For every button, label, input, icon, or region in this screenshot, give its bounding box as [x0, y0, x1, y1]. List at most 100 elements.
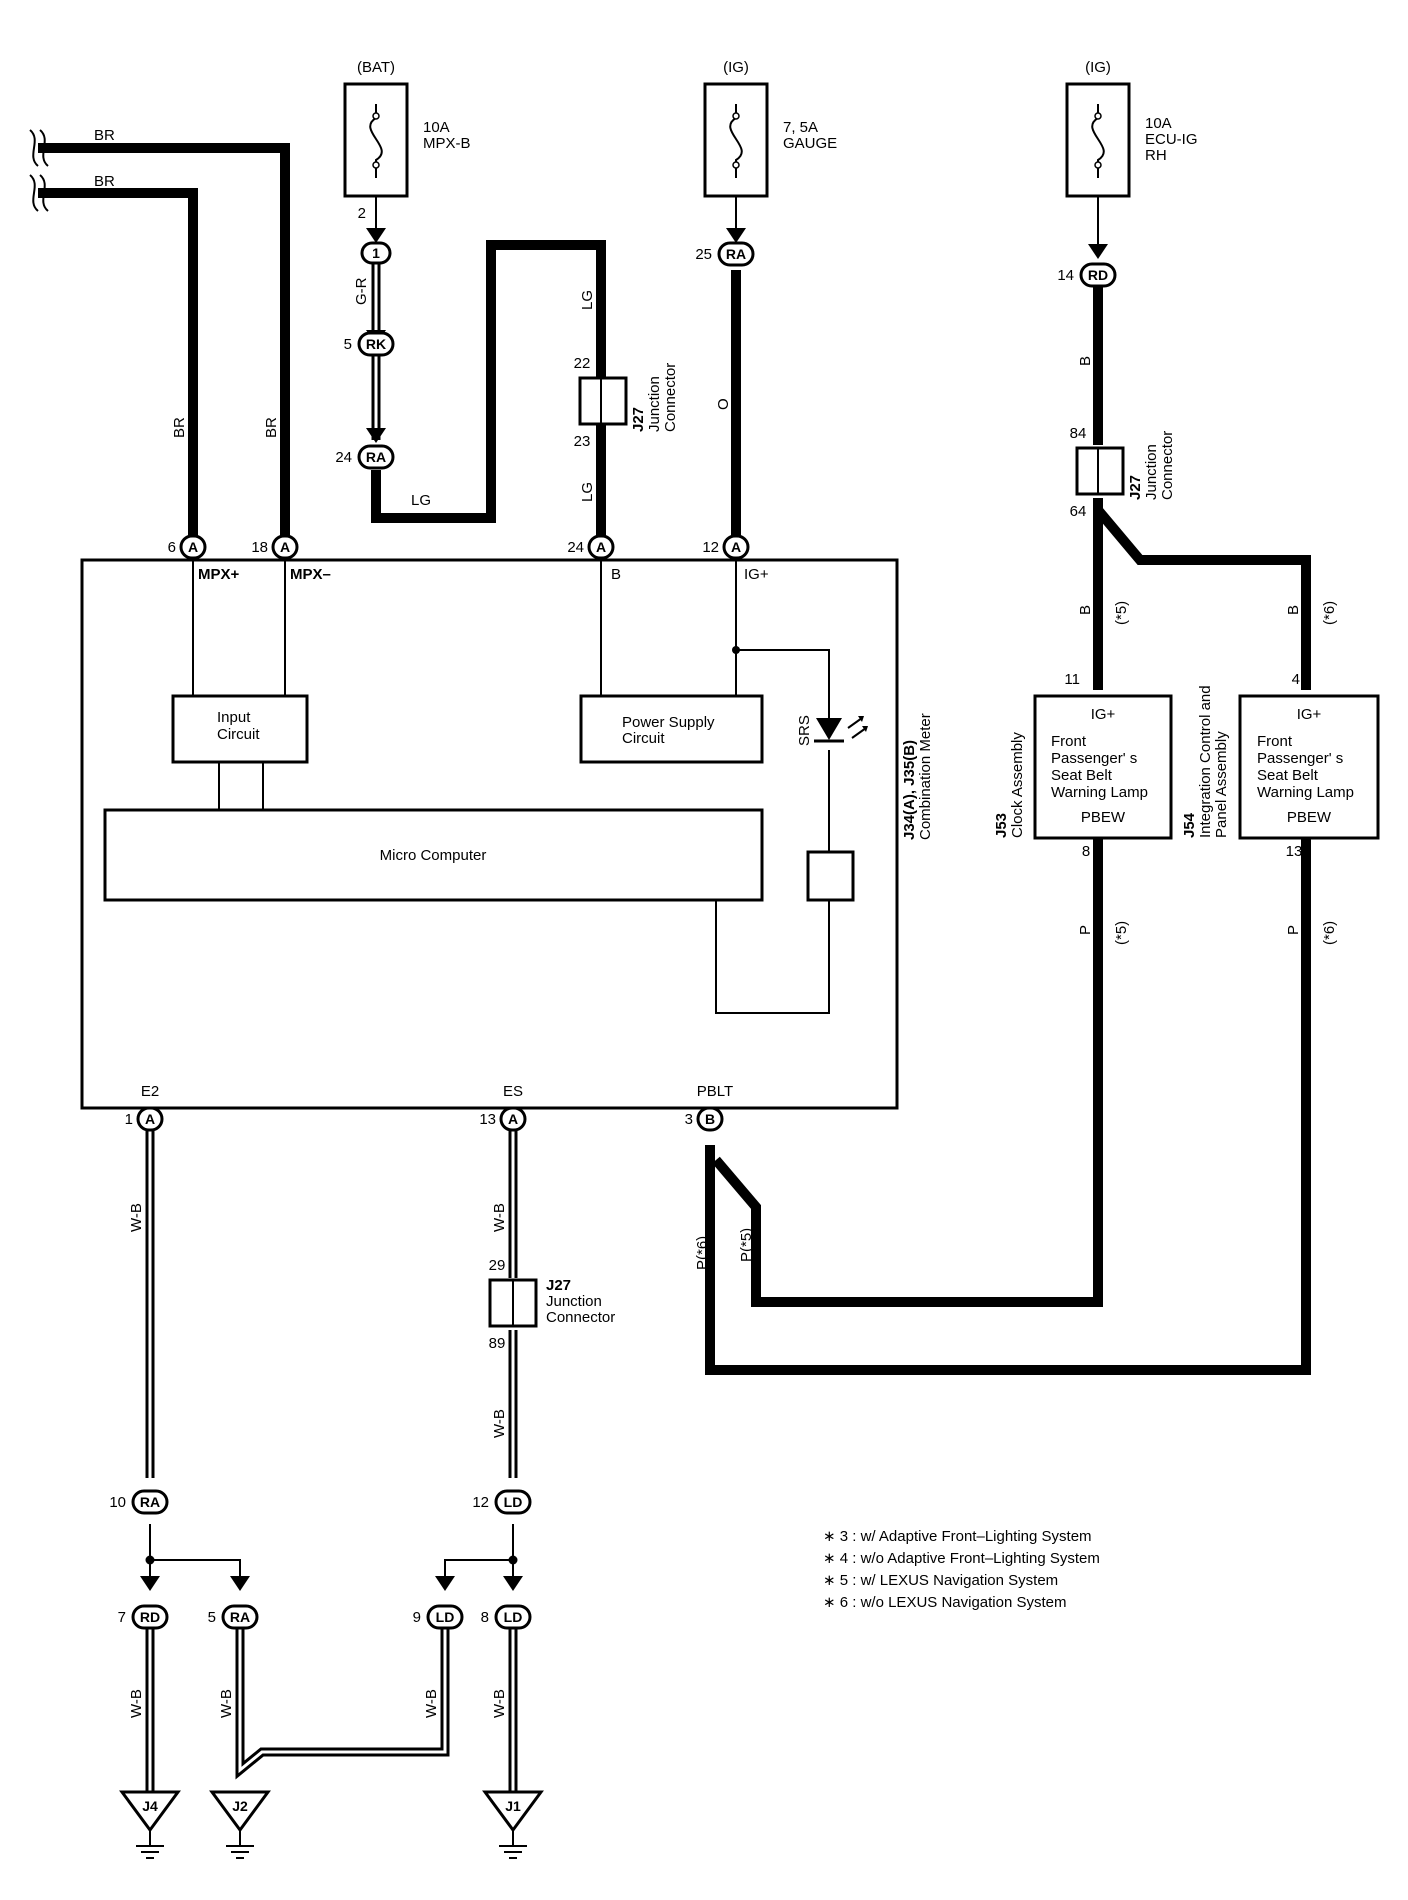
- svg-text:2: 2: [358, 205, 366, 222]
- svg-text:(*5): (*5): [1113, 601, 1130, 625]
- junction-j27-top: 22 23 J27 Junction Connector: [574, 355, 679, 450]
- svg-text:10A: 10A: [423, 119, 450, 136]
- power-supply-box: [579, 694, 764, 764]
- svg-text:9: 9: [413, 1609, 421, 1626]
- ground-j2-icon: J2: [209, 1790, 271, 1859]
- svg-text:PBEW: PBEW: [1081, 809, 1126, 826]
- fuse-mpx-b: (BAT) 10A MPX-B 2: [343, 59, 471, 222]
- svg-text:10A: 10A: [1145, 115, 1172, 132]
- svg-text:W-B: W-B: [491, 1203, 508, 1232]
- connector-ld-8: LD 8: [481, 1604, 532, 1630]
- svg-text:LD: LD: [436, 1609, 455, 1625]
- connector-a-18: A 18: [251, 534, 299, 560]
- svg-text:(IG): (IG): [1085, 59, 1111, 76]
- svg-text:(*5): (*5): [1113, 921, 1130, 945]
- svg-text:J4: J4: [142, 1798, 158, 1814]
- wire-labels: BR BR BR BR G-R LG LG LG O B B (*5) B (*…: [94, 127, 1338, 1718]
- connector-ra-5: RA 5: [208, 1604, 259, 1630]
- svg-text:G-R: G-R: [353, 277, 370, 305]
- svg-text:LG: LG: [411, 492, 431, 509]
- svg-text:LG: LG: [579, 290, 596, 310]
- svg-text:E2: E2: [141, 1083, 159, 1100]
- thick-wires: [38, 143, 1311, 1375]
- svg-text:∗ 5 : w/ LEXUS Navigation Syst: ∗ 5 : w/ LEXUS Navigation System: [823, 1572, 1058, 1589]
- svg-text:13: 13: [1286, 843, 1303, 860]
- svg-text:Junction: Junction: [646, 376, 663, 432]
- combination-meter: MPX+ MPX– B IG+ Input Circuit Power Supp…: [80, 558, 934, 1110]
- micro-computer-box: [103, 808, 764, 902]
- connector-a-6: A 6: [168, 534, 207, 560]
- svg-text:89: 89: [489, 1335, 506, 1352]
- wire-b-panel: [1094, 506, 1311, 690]
- svg-text:J2: J2: [232, 1798, 248, 1814]
- svg-text:P(*6): P(*6): [694, 1236, 711, 1270]
- svg-text:B: B: [1285, 605, 1302, 615]
- wire-lg: [371, 240, 606, 540]
- svg-text:Circuit: Circuit: [217, 726, 260, 743]
- svg-text:J27: J27: [546, 1277, 571, 1294]
- svg-text:PBLT: PBLT: [697, 1083, 733, 1100]
- svg-text:BR: BR: [263, 417, 280, 438]
- svg-text:11: 11: [1064, 671, 1080, 688]
- svg-text:MPX-B: MPX-B: [423, 135, 471, 152]
- svg-text:LD: LD: [504, 1494, 523, 1510]
- svg-text:IG+: IG+: [1091, 706, 1116, 723]
- junction-j27-bottom: 29 89 J27 Junction Connector: [488, 1257, 615, 1352]
- svg-text:J27: J27: [630, 407, 647, 432]
- connector-rd-7: RD 7: [118, 1604, 169, 1630]
- svg-text:12: 12: [702, 539, 719, 556]
- svg-text:Front: Front: [1051, 733, 1087, 750]
- svg-text:22: 22: [574, 355, 591, 372]
- svg-text:8: 8: [481, 1609, 489, 1626]
- svg-text:(IG): (IG): [723, 59, 749, 76]
- connector-a-12: A 12: [702, 534, 750, 560]
- connector-a-24: A 24: [567, 534, 615, 560]
- svg-text:25: 25: [695, 246, 712, 263]
- svg-text:P(*5): P(*5): [738, 1228, 755, 1262]
- svg-text:A: A: [596, 539, 606, 555]
- svg-text:B: B: [705, 1111, 715, 1127]
- svg-text:5: 5: [344, 336, 352, 353]
- svg-text:Connector: Connector: [1159, 431, 1176, 500]
- striped-wires: [145, 263, 518, 1792]
- svg-text:4: 4: [1292, 671, 1300, 688]
- splice-dot: [508, 1555, 518, 1565]
- svg-text:Input: Input: [217, 709, 251, 726]
- svg-text:LG: LG: [579, 482, 596, 502]
- svg-text:Warning Lamp: Warning Lamp: [1051, 784, 1148, 801]
- svg-text:12: 12: [472, 1494, 489, 1511]
- ground-j4-icon: J4: [119, 1790, 181, 1859]
- svg-text:Clock Assembly: Clock Assembly: [1009, 732, 1026, 838]
- svg-text:(*6): (*6): [1321, 601, 1338, 625]
- svg-text:B: B: [1077, 605, 1094, 615]
- svg-text:J34(A), J35(B): J34(A), J35(B): [901, 740, 918, 840]
- connector-a-13: A 13: [479, 1106, 527, 1132]
- svg-text:5: 5: [208, 1609, 216, 1626]
- svg-text:J54: J54: [1181, 812, 1198, 838]
- svg-text:J1: J1: [505, 1798, 521, 1814]
- svg-text:LD: LD: [504, 1609, 523, 1625]
- svg-text:Seat Belt: Seat Belt: [1051, 767, 1113, 784]
- svg-text:A: A: [188, 539, 198, 555]
- fuse-ecu-ig-rh: (IG) 10A ECU-IG RH: [1065, 59, 1198, 198]
- connector-b-3: B 3: [685, 1106, 724, 1132]
- wire-p-clock: [712, 838, 1103, 1307]
- svg-text:IG+: IG+: [1297, 706, 1322, 723]
- srs-led-icon: [814, 716, 868, 743]
- svg-text:Power Supply: Power Supply: [622, 714, 715, 731]
- svg-text:MPX–: MPX–: [290, 566, 331, 583]
- svg-text:RA: RA: [140, 1494, 160, 1510]
- panel-assembly: 4 IG+ Front Passenger' s Seat Belt Warni…: [1181, 671, 1380, 860]
- svg-text:RD: RD: [1088, 267, 1108, 283]
- connector-a-1: A 1: [125, 1106, 164, 1132]
- svg-text:ECU-IG: ECU-IG: [1145, 131, 1198, 148]
- svg-text:3: 3: [685, 1111, 693, 1128]
- svg-text:1: 1: [372, 245, 380, 261]
- svg-text:18: 18: [251, 539, 268, 556]
- svg-text:Circuit: Circuit: [622, 730, 665, 747]
- svg-text:Warning Lamp: Warning Lamp: [1257, 784, 1354, 801]
- svg-text:13: 13: [479, 1111, 496, 1128]
- svg-text:W-B: W-B: [423, 1689, 440, 1718]
- svg-text:BR: BR: [94, 173, 115, 190]
